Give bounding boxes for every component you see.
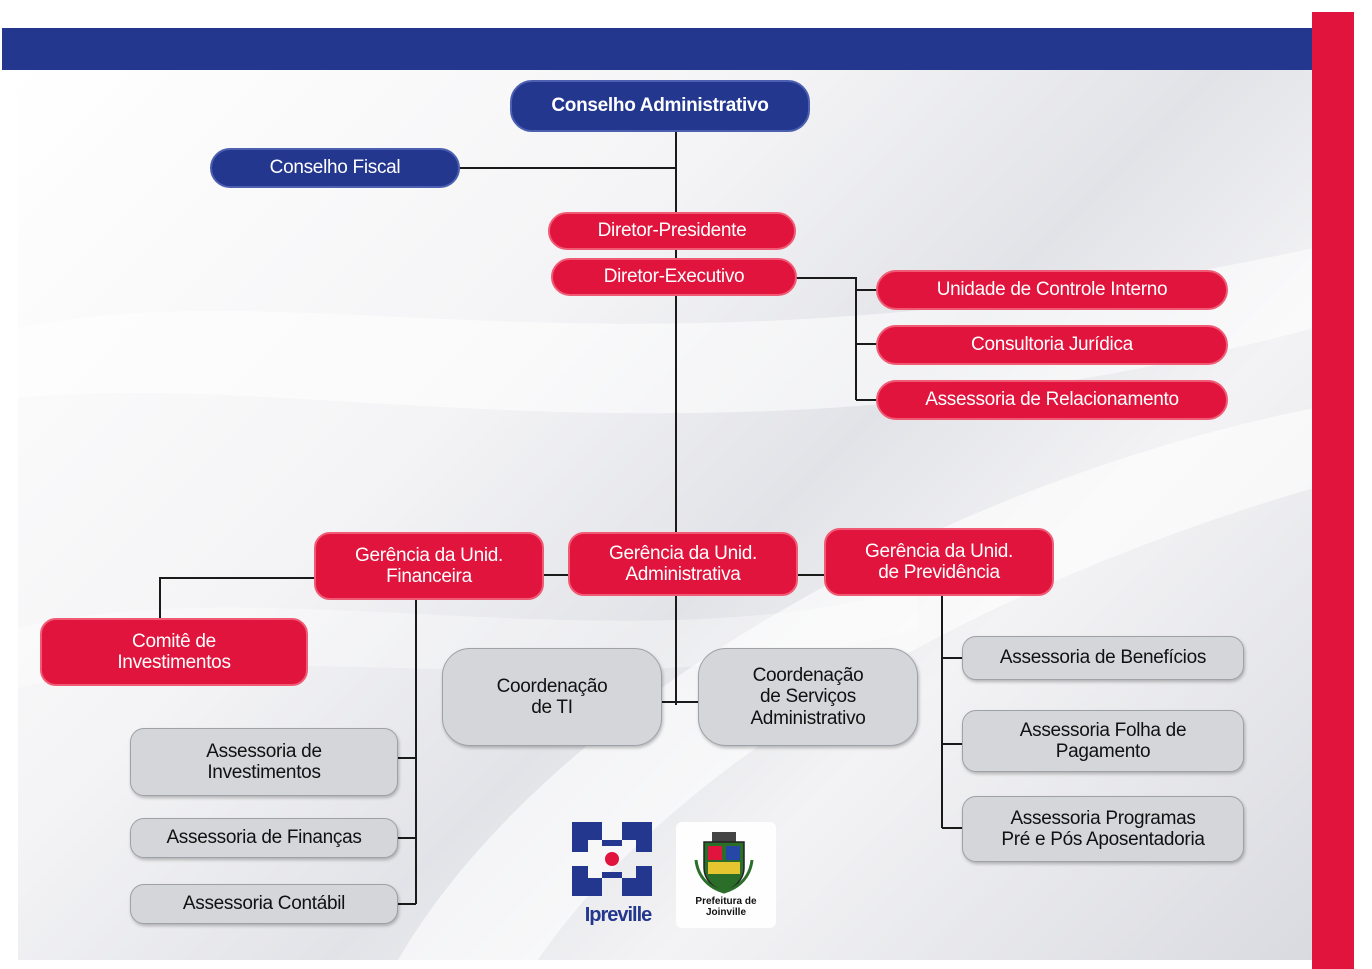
- connector-comite: [159, 577, 316, 620]
- assessoria-relacionamento-box: Assessoria de Relacionamento: [876, 380, 1228, 420]
- assessoria-programas-box: Assessoria Programas Pré e Pós Aposentad…: [962, 796, 1244, 862]
- consultoria-juridica-box: Consultoria Jurídica: [876, 325, 1228, 365]
- gerencia-financeira-box: Gerência da Unid. Financeira: [314, 532, 544, 600]
- diretor-executivo-box: Diretor-Executivo: [551, 258, 797, 296]
- comite-investimentos-box: Comitê de Investimentos: [40, 618, 308, 686]
- assessoria-contabil-box: Assessoria Contábil: [130, 884, 398, 924]
- assessoria-financas-box: Assessoria de Finanças: [130, 818, 398, 858]
- conselho-fiscal-box: Conselho Fiscal: [210, 148, 460, 188]
- connector-financeira: [398, 598, 417, 905]
- assessoria-investimentos-box: Assessoria de Investimentos: [130, 728, 398, 796]
- coordenacao-servicos-box: Coordenação de Serviços Administrativo: [698, 648, 918, 746]
- gerencia-previdencia-box: Gerência da Unid. de Previdência: [824, 528, 1054, 596]
- connector-staff: [796, 277, 878, 401]
- conselho-administrativo-box: Conselho Administrativo: [510, 80, 810, 132]
- gerencia-administrativa-box: Gerência da Unid. Administrativa: [568, 532, 798, 596]
- top-blue-band: [2, 28, 1314, 70]
- diretor-presidente-box: Diretor-Presidente: [548, 212, 796, 250]
- prefeitura-crest-icon: [694, 832, 754, 894]
- unidade-controle-interno-box: Unidade de Controle Interno: [876, 270, 1228, 310]
- prefeitura-logo-text: Prefeitura de Joinville: [695, 896, 757, 918]
- assessoria-folha-pagamento-box: Assessoria Folha de Pagamento: [962, 710, 1244, 772]
- ipreville-logo-text: Ipreville: [584, 904, 653, 926]
- connector-previdencia: [941, 596, 962, 829]
- right-red-bar: [1312, 12, 1354, 969]
- coordenacao-ti-box: Coordenação de TI: [442, 648, 662, 746]
- assessoria-beneficios-box: Assessoria de Benefícios: [962, 636, 1244, 680]
- ipreville-logo: [572, 822, 652, 896]
